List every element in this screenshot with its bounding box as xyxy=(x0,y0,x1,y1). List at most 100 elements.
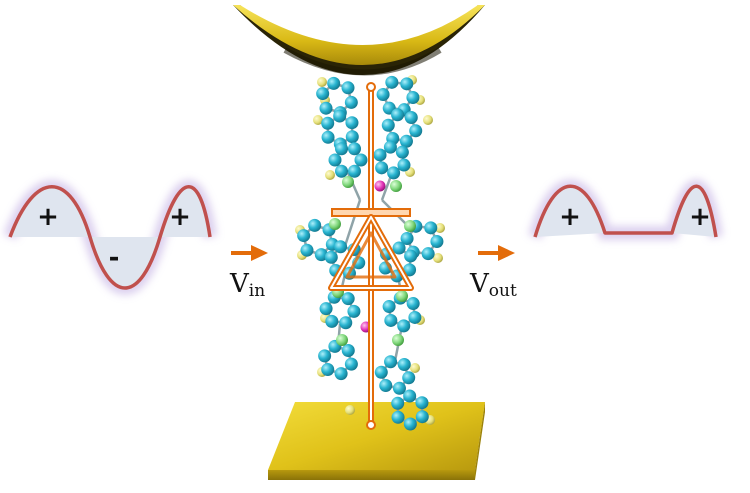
carbon-atom xyxy=(333,109,347,123)
input-positive-sign-right: + xyxy=(169,202,191,232)
carbon-atom xyxy=(402,371,416,385)
carbon-atom xyxy=(404,249,418,263)
nitrogen-atom xyxy=(342,176,354,188)
carbon-atom xyxy=(403,389,417,403)
carbon-atom xyxy=(397,158,411,172)
carbon-atom xyxy=(341,343,355,357)
carbon-atom xyxy=(308,218,322,232)
diode-symbol-icon xyxy=(328,82,414,430)
carbon-atom xyxy=(300,243,314,257)
carbon-atom xyxy=(403,417,417,431)
carbon-atom xyxy=(347,304,361,318)
hydrogen-atom xyxy=(433,253,443,263)
carbon-atom xyxy=(339,316,353,330)
output-waveform: + + xyxy=(528,179,723,240)
top-gold-tip xyxy=(233,5,485,76)
carbon-atom xyxy=(321,116,335,130)
carbon-atom xyxy=(354,153,368,167)
carbon-atom xyxy=(391,396,405,410)
vout-label: Vout xyxy=(469,269,517,301)
hydrogen-atom xyxy=(313,115,323,125)
carbon-atom xyxy=(348,142,361,156)
carbon-atom xyxy=(325,314,339,328)
carbon-atom xyxy=(344,95,358,109)
nitrogen-atom xyxy=(392,334,404,346)
carbon-atom xyxy=(316,87,330,101)
carbon-atom xyxy=(376,88,390,102)
carbon-atom xyxy=(321,363,335,377)
carbon-atom xyxy=(374,365,388,379)
carbon-atom xyxy=(391,410,405,424)
carbon-atom xyxy=(334,367,348,381)
bond xyxy=(343,199,362,247)
nitrogen-atom xyxy=(404,220,416,232)
carbon-atom xyxy=(341,81,355,95)
carbon-atom xyxy=(383,140,397,154)
carbon-atom xyxy=(345,130,359,144)
hydrogen-atom xyxy=(435,223,445,233)
carbon-atom xyxy=(321,130,335,144)
carbon-atom xyxy=(430,234,444,248)
right-arrow-icon xyxy=(478,245,515,261)
carbon-atom xyxy=(384,355,398,369)
carbon-atom xyxy=(335,164,348,178)
hydrogen-atom xyxy=(317,77,327,87)
carbon-atom xyxy=(400,232,414,246)
carbon-atom xyxy=(395,145,409,159)
carbon-atom xyxy=(404,111,418,125)
hydrogen-atom xyxy=(423,115,433,125)
hydrogen-atom xyxy=(345,405,355,415)
carbon-atom xyxy=(314,248,328,262)
carbon-atom xyxy=(348,164,361,178)
carbon-atom xyxy=(406,297,420,311)
carbon-atom xyxy=(392,381,406,395)
carbon-atom xyxy=(409,124,423,138)
metal-atom xyxy=(374,180,386,192)
carbon-atom xyxy=(324,250,338,264)
carbon-atom xyxy=(375,161,389,175)
carbon-atom xyxy=(415,396,429,410)
nitrogen-atom xyxy=(396,290,408,302)
vin-label: Vin xyxy=(229,269,265,301)
hydrogen-atom xyxy=(410,363,420,373)
carbon-atom xyxy=(318,349,332,363)
carbon-atom xyxy=(319,101,333,115)
nitrogen-atom xyxy=(329,218,341,230)
bottom-gold-electrode xyxy=(268,402,485,480)
nitrogen-atom xyxy=(336,334,348,346)
carbon-atom xyxy=(400,77,414,91)
carbon-atom xyxy=(373,148,387,162)
input-negative-sign: - xyxy=(109,243,120,273)
carbon-atom xyxy=(381,118,395,132)
carbon-atom xyxy=(319,302,333,316)
input-positive-sign-left: + xyxy=(37,202,59,232)
carbon-atom xyxy=(391,108,405,122)
carbon-atom xyxy=(403,263,417,277)
carbon-atom xyxy=(385,75,399,89)
carbon-atom xyxy=(297,229,311,243)
carbon-atom xyxy=(392,241,406,255)
carbon-atom xyxy=(399,134,413,148)
carbon-atom xyxy=(387,166,401,180)
carbon-atom xyxy=(397,358,411,372)
carbon-atom xyxy=(327,76,341,90)
carbon-atom xyxy=(421,247,435,261)
carbon-atom xyxy=(345,116,359,130)
output-positive-sign-left: + xyxy=(559,202,581,232)
carbon-atom xyxy=(408,310,422,324)
right-arrow-icon xyxy=(231,245,268,261)
carbon-atom xyxy=(334,240,348,254)
carbon-atom xyxy=(424,221,438,235)
carbon-atom xyxy=(415,410,429,424)
carbon-atom xyxy=(341,292,355,306)
carbon-atom xyxy=(328,153,342,167)
hydrogen-atom xyxy=(325,170,335,180)
carbon-atom xyxy=(406,90,420,104)
molecule xyxy=(295,75,445,431)
nitrogen-atom xyxy=(390,180,402,192)
input-waveform: + - + xyxy=(3,179,217,295)
carbon-atom xyxy=(335,142,348,156)
carbon-atom xyxy=(382,300,396,314)
output-positive-sign-right: + xyxy=(689,202,711,232)
